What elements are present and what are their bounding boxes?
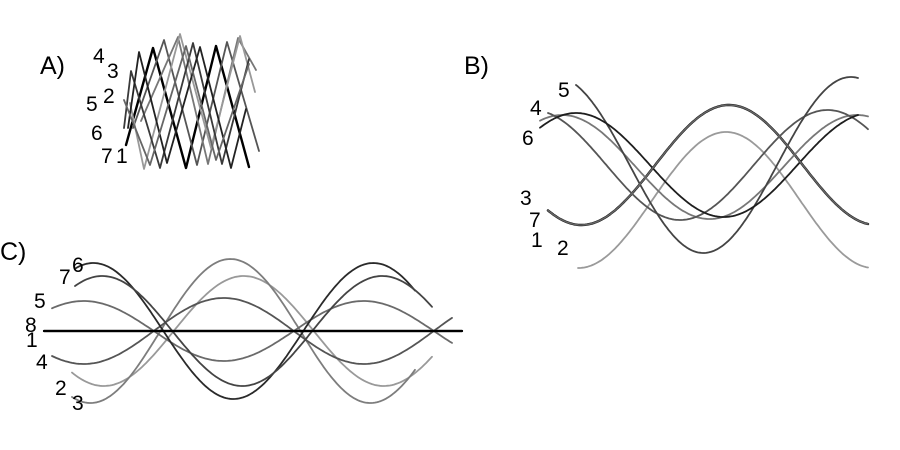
panel-a-label: A) [40,52,65,80]
panel-a-curve-label-1: 1 [116,145,128,168]
panel-c-curve-4 [51,297,453,365]
panel-a-curve-label-2: 2 [103,85,115,108]
panel-c-curve-label-6: 6 [72,254,84,277]
panel-b-label: B) [464,52,489,80]
panel-a-curve-label-5: 5 [86,93,98,116]
panel-a: A) 1 234 5 67 [40,33,260,170]
panel-c-curves [42,258,464,404]
panel-c-curve-7 [74,275,433,387]
panel-b-curve-label-7: 7 [529,209,541,232]
panel-c-curve-label-1: 1 [26,329,38,352]
panel-a-curve-label-6: 6 [91,122,103,145]
panel-b-curve-label-4: 4 [530,97,542,120]
panel-b-curve-2 [577,131,869,269]
panel-c-label: C) [0,238,26,266]
panel-b-curve-label-1: 1 [531,229,543,252]
panel-c-curve-label-8: 8 [25,314,37,337]
panel-b-curves [539,76,870,269]
panel-b-curve-1 [546,103,870,227]
panel-c-curve-label-5: 5 [34,290,46,313]
panel-a-curve-6 [127,46,247,169]
panel-b-curve-4 [547,109,869,221]
panel-a-curve-label-3: 3 [107,60,119,83]
panel-a-curve-5 [123,42,250,169]
panel-c-curve-label-7: 7 [59,266,71,289]
panel-c-curve-label-2: 2 [55,377,67,400]
panel-a-curve-4 [129,33,256,170]
panel-b-curve-3 [539,114,869,220]
panel-b-curve-label-5: 5 [558,79,570,102]
panel-b-curve-5 [575,76,859,254]
panel-a-curves [123,33,260,170]
panel-a-curve-labels: 1 234 5 67 [86,45,128,168]
panel-c-curve-label-3: 3 [72,392,84,415]
panel-b-curve-6 [539,112,859,218]
panel-c-curve-label-4: 4 [36,351,48,374]
panel-b-curve-7 [547,104,869,226]
panel-a-curve-label-4: 4 [93,45,105,68]
panel-b-curve-label-6: 6 [522,127,534,150]
panel-b-curve-label-3: 3 [520,187,532,210]
panel-b-curve-label-2: 2 [557,237,569,260]
panel-c-curve-5 [51,300,453,362]
panel-a-curve-7 [123,45,250,166]
panel-a-curve-2 [132,39,260,166]
panel-c-curve-3 [71,258,416,404]
panel-a-curve-label-7: 7 [101,145,113,168]
